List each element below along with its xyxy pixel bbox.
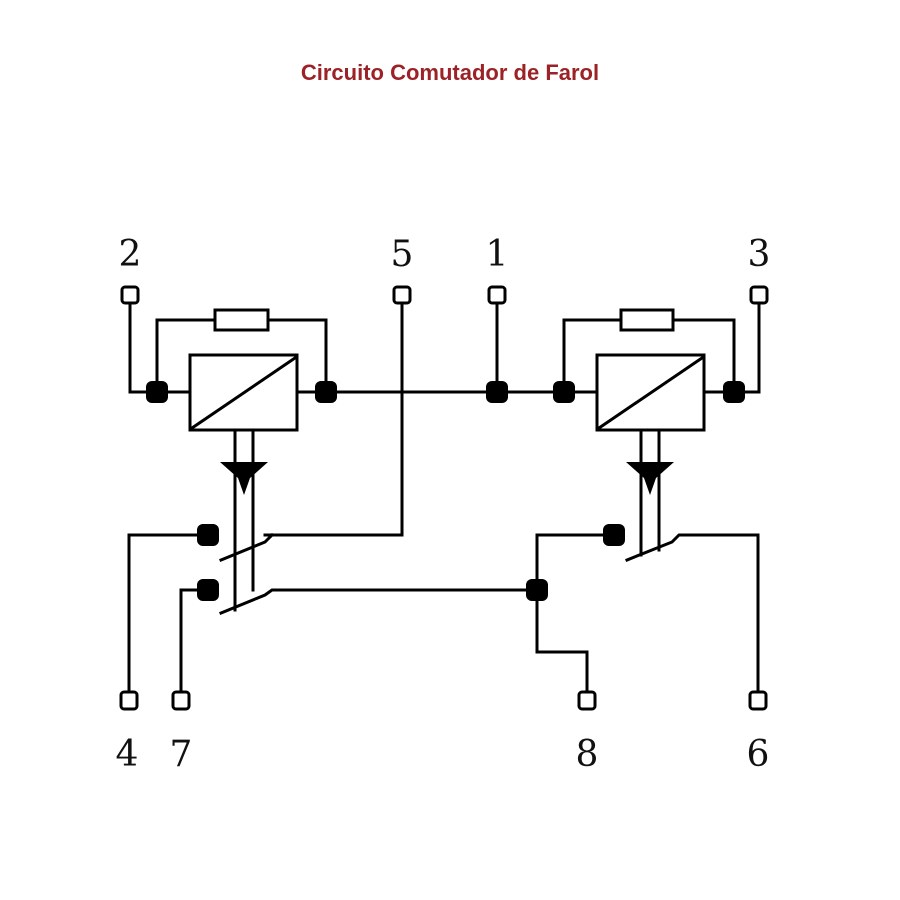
contact-dot: [197, 579, 219, 601]
actuator-arrow-right-icon: [626, 462, 674, 495]
terminal-label-3: 3: [748, 234, 771, 275]
junction-dot: [146, 381, 168, 403]
junction-dot: [526, 579, 548, 601]
junction-dot: [486, 381, 508, 403]
terminal-6: [748, 690, 768, 711]
terminal-2: [120, 285, 140, 305]
resistor-left: [213, 308, 270, 332]
wire-bypass-left-b: [266, 318, 328, 394]
wire-terminal-2: [128, 301, 192, 394]
switch-blade-left-lower: [219, 588, 539, 615]
relay-coil-right: [595, 353, 706, 432]
wire-terminal-8: [535, 533, 615, 692]
wire-terminal-7: [179, 588, 209, 692]
diagram-title: Circuito Comutador de Farol: [300, 60, 600, 85]
wire-bypass-right-a: [562, 318, 623, 394]
terminal-5: [392, 285, 412, 305]
terminal-label-5: 5: [391, 234, 414, 275]
relay-coil-right-diagonal: [596, 355, 705, 431]
switch-blade-right: [625, 533, 760, 692]
terminal-label-7: 7: [170, 734, 193, 775]
wire-bypass-right-b: [671, 318, 736, 394]
terminal-label-6: 6: [747, 734, 770, 775]
contact-dot: [603, 524, 625, 546]
terminal-3: [749, 285, 769, 305]
terminal-label-1: 1: [486, 234, 509, 275]
switch-blade-left-upper: [219, 532, 275, 562]
relay-coil-left-diagonal: [189, 355, 298, 431]
terminal-label-4: 4: [116, 734, 139, 775]
terminal-8: [577, 690, 597, 711]
wire-terminal-5: [263, 301, 404, 537]
wire-bypass-left-a: [155, 318, 217, 394]
junction-dot: [553, 381, 575, 403]
wire-terminal-3: [702, 301, 761, 394]
wire-terminal-4: [127, 533, 209, 692]
terminal-label-2: 2: [119, 234, 142, 275]
terminal-7: [171, 690, 191, 711]
terminal-label-8: 8: [576, 734, 599, 775]
resistor-right: [619, 308, 675, 332]
junction-dot: [723, 381, 745, 403]
contact-dot: [197, 524, 219, 546]
relay-coil-left: [188, 353, 299, 432]
actuator-arrow-left-icon: [220, 462, 268, 495]
terminal-1: [487, 285, 507, 305]
terminal-4: [119, 690, 139, 711]
junction-dot: [315, 381, 337, 403]
